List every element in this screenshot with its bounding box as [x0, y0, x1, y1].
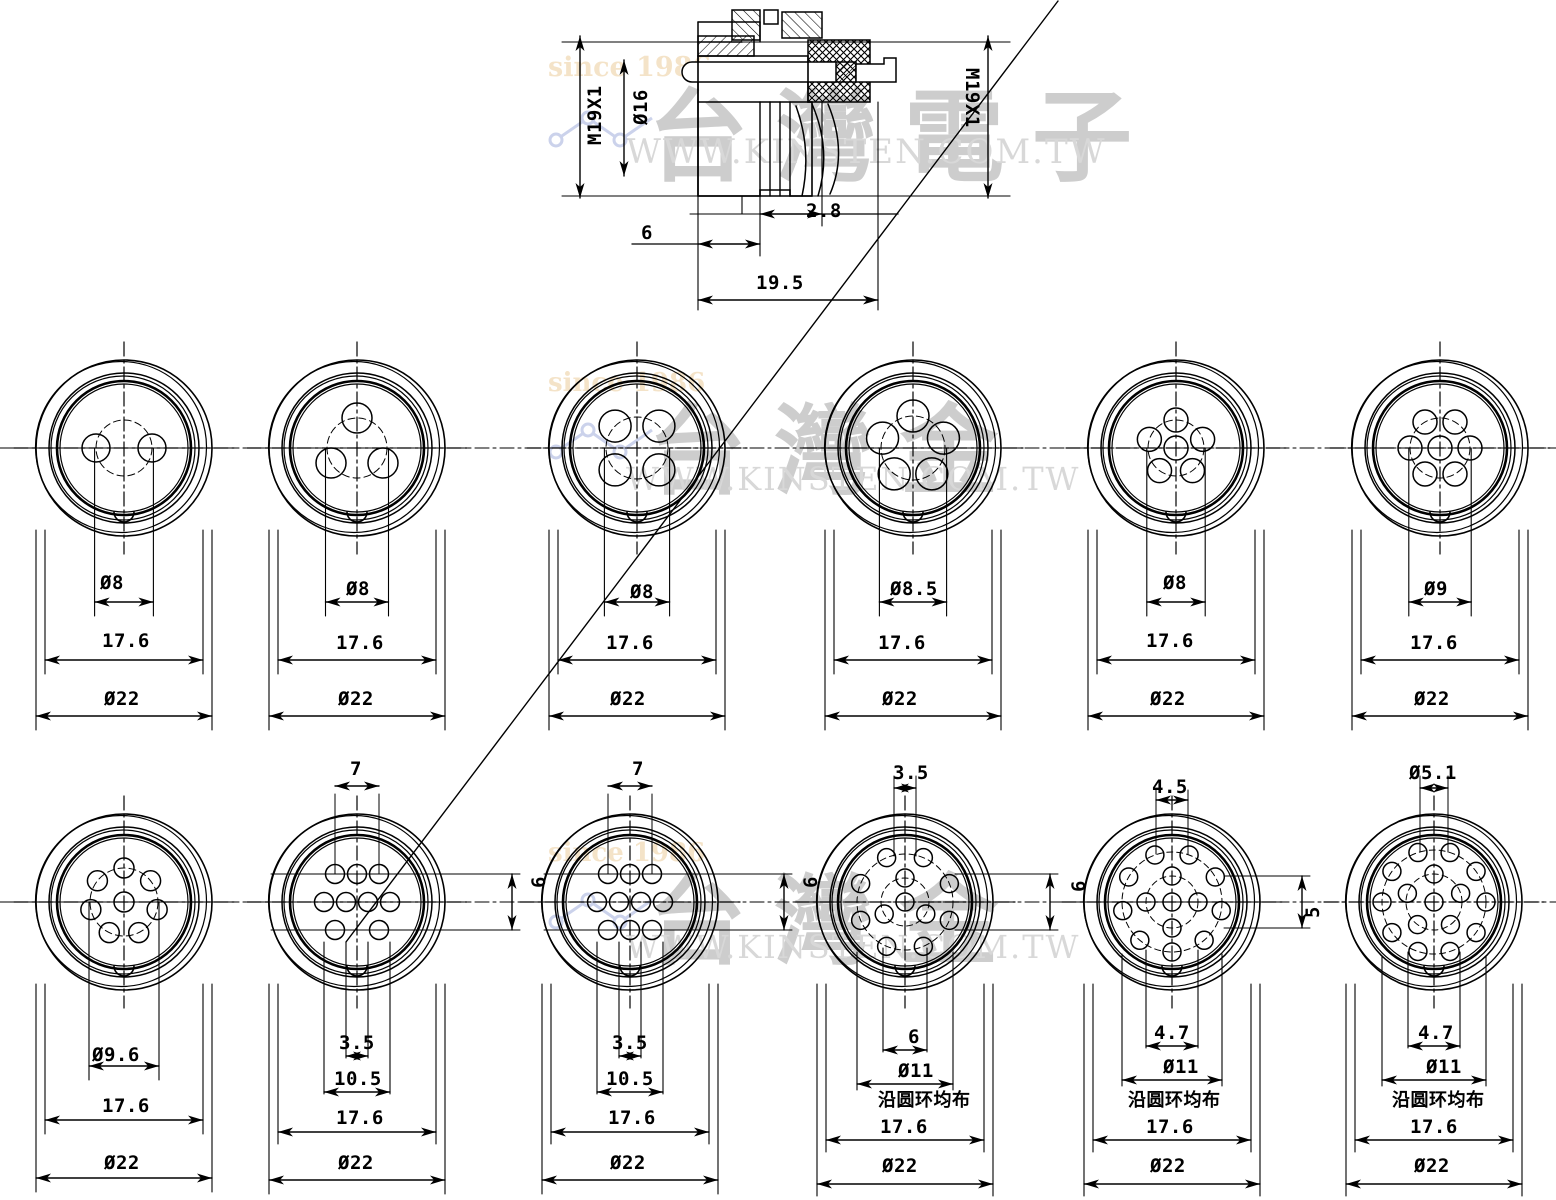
section-flange-thickness-label: 6 — [641, 222, 653, 244]
r2c5-pitch-label: Ø11 — [1426, 1056, 1462, 1078]
r2c4-top-label: 4.5 — [1152, 776, 1188, 798]
r2c3-side-label: 6 — [1068, 880, 1090, 892]
r2c5-body-label: Ø22 — [1414, 1155, 1450, 1177]
r2c5-top-label: Ø5.1 — [1409, 762, 1457, 784]
r2c3-top-label: 3.5 — [893, 762, 929, 784]
r2c4-body-label: Ø22 — [1150, 1155, 1186, 1177]
r2c5-mount-label: 17.6 — [1410, 1116, 1458, 1138]
r2c2-top-label: 7 — [632, 758, 644, 780]
r2c5-note-label: 沿圆环均布 — [1392, 1090, 1485, 1111]
r2c2-second-label: 10.5 — [606, 1068, 654, 1090]
r2c1-mount-label: 17.6 — [336, 1107, 384, 1129]
r1c3-mount-label: 17.6 — [878, 632, 926, 654]
r1c1-pitch-label: Ø8 — [346, 578, 370, 600]
r2c2-mid-label: 3.5 — [612, 1032, 648, 1054]
r2c0-pitch-label: Ø9.6 — [92, 1044, 140, 1066]
r2c0-mount-label: 17.6 — [102, 1095, 150, 1117]
r1c2-mount-label: 17.6 — [606, 632, 654, 654]
r1c1-mount-label: 17.6 — [336, 632, 384, 654]
r2c3-pitch-label: Ø11 — [898, 1060, 934, 1082]
r2c1-top-label: 7 — [350, 758, 362, 780]
section-bore-label: Ø16 — [630, 89, 652, 125]
r1c0-mount-label: 17.6 — [102, 630, 150, 652]
r1c4-body-label: Ø22 — [1150, 688, 1186, 710]
r2c3-note-label: 沿圆环均布 — [878, 1090, 971, 1111]
section-overall-length-label: 19.5 — [756, 272, 804, 294]
r1c2-pitch-label: Ø8 — [630, 581, 654, 603]
section-shoulder-label: 2.8 — [806, 200, 842, 222]
r1c4-pitch-label: Ø8 — [1163, 572, 1187, 594]
r2c3-mount-label: 17.6 — [880, 1116, 928, 1138]
r2c2-mount-label: 17.6 — [608, 1107, 656, 1129]
r1c1-body-label: Ø22 — [338, 688, 374, 710]
r2c1-mid-label: 3.5 — [339, 1032, 375, 1054]
r1c5-body-label: Ø22 — [1414, 688, 1450, 710]
r1c5-mount-label: 17.6 — [1410, 632, 1458, 654]
r2c4-mount-label: 17.6 — [1146, 1116, 1194, 1138]
r2c4-note-label: 沿圆环均布 — [1128, 1090, 1221, 1111]
r1c2-body-label: Ø22 — [610, 688, 646, 710]
r1c3-pitch-label: Ø8.5 — [890, 578, 938, 600]
r1c3-body-label: Ø22 — [882, 688, 918, 710]
r2c3-mid-label: 6 — [908, 1026, 920, 1048]
r1c5-pitch-label: Ø9 — [1424, 578, 1448, 600]
r2c2-body-label: Ø22 — [610, 1152, 646, 1174]
r2c4-mid-label: 4.7 — [1154, 1022, 1190, 1044]
r1c0-body-label: Ø22 — [104, 688, 140, 710]
r2c2-side-label: 6 — [800, 876, 822, 888]
r1c4-mount-label: 17.6 — [1146, 630, 1194, 652]
r2c1-side-label: 6 — [528, 876, 550, 888]
r2c5-mid-label: 4.7 — [1418, 1022, 1454, 1044]
r2c4-side-label: 5 — [1302, 906, 1324, 918]
r1c0-pitch-label: Ø8 — [100, 572, 124, 594]
r2c0-body-label: Ø22 — [104, 1152, 140, 1174]
r2c4-pitch-label: Ø11 — [1163, 1056, 1199, 1078]
section-thread-right-label: M19X1 — [961, 68, 983, 128]
r2c3-body-label: Ø22 — [882, 1155, 918, 1177]
section-thread-left-label: M19X1 — [584, 85, 606, 145]
r2c1-second-label: 10.5 — [334, 1068, 382, 1090]
r2c1-body-label: Ø22 — [338, 1152, 374, 1174]
